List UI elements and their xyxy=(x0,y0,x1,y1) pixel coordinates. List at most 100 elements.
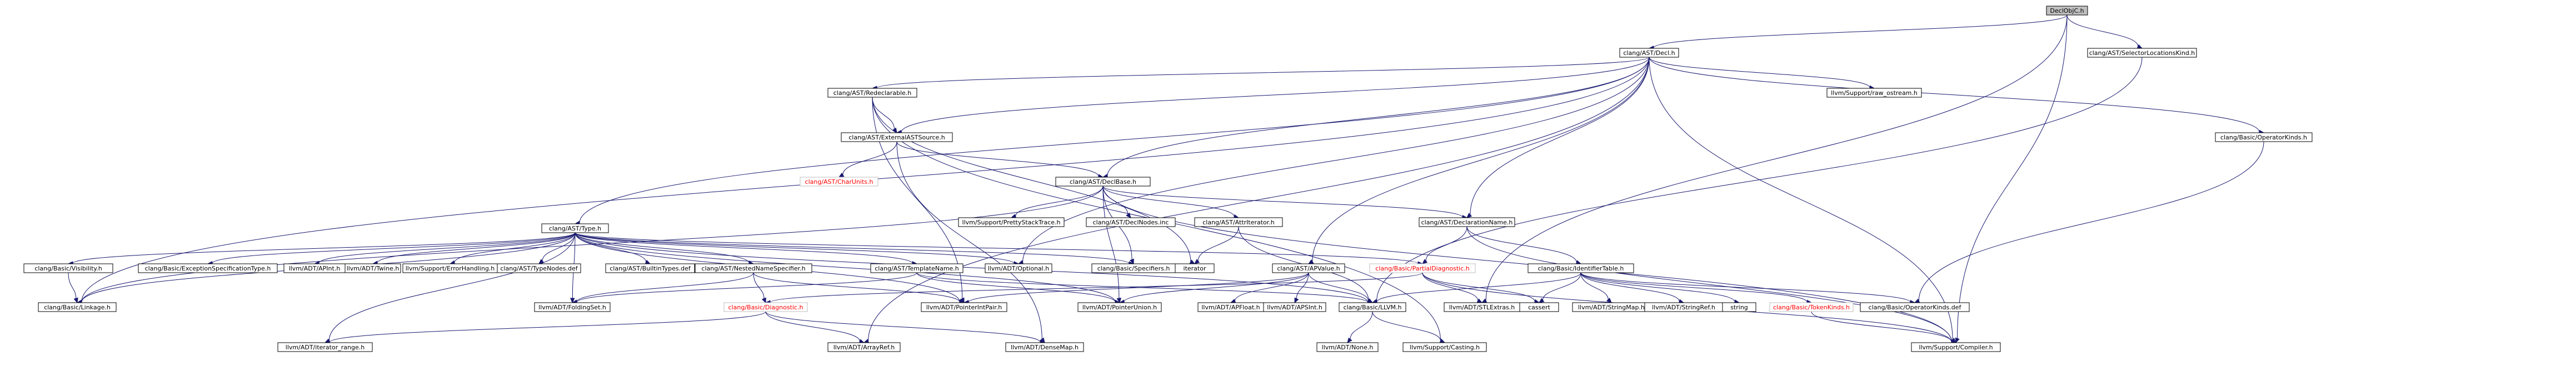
node-box xyxy=(723,302,808,312)
node-label: llvm/ADT/APInt.h xyxy=(289,265,341,272)
graph-node-partialdiag[interactable]: clang/Basic/PartialDiagnostic.h xyxy=(1369,263,1476,273)
node-label: llvm/ADT/APSInt.h xyxy=(1267,304,1322,311)
graph-node-selloc[interactable]: clang/AST/SelectorLocationsKind.h xyxy=(2087,48,2197,58)
graph-node-llvm[interactable]: clang/Basic/LLVM.h xyxy=(1339,302,1406,312)
edge-line xyxy=(579,57,1650,223)
edge-line xyxy=(1649,57,2260,133)
edge-line xyxy=(1811,311,1952,342)
graph-node-attriter[interactable]: clang/AST/AttrIterator.h xyxy=(1194,217,1283,227)
dependency-edge xyxy=(575,232,918,266)
edge-line xyxy=(1466,226,1577,263)
node-label: clang/AST/APValue.h xyxy=(1277,265,1340,272)
graph-node-charunits[interactable]: clang/AST/CharUnits.h xyxy=(800,177,878,187)
edge-line xyxy=(542,232,576,261)
edge-line xyxy=(968,272,1309,303)
graph-node-declname[interactable]: clang/AST/DeclarationName.h xyxy=(1419,217,1515,227)
graph-node-templname[interactable]: clang/AST/TemplateName.h xyxy=(870,263,963,273)
graph-node-nns[interactable]: clang/AST/NestedNameSpecifier.h xyxy=(695,263,812,273)
edge-line xyxy=(765,311,1041,343)
node-label: clang/Basic/Visibility.h xyxy=(34,265,102,272)
graph-node-identtable[interactable]: clang/Basic/IdentifierTable.h xyxy=(1527,263,1634,273)
node-label: clang/AST/CharUnits.h xyxy=(805,178,873,185)
graph-node-tokenkinds[interactable]: clang/Basic/TokenKinds.h xyxy=(1769,302,1854,312)
dependency-edge xyxy=(1194,226,1239,264)
node-label: clang/AST/DeclarationName.h xyxy=(1421,219,1513,226)
dependency-edge xyxy=(1017,57,1650,265)
dependency-edge xyxy=(753,272,965,305)
graph-node-prettystack: llvm/Support/PrettyStackTrace.h xyxy=(958,217,1065,227)
node-label: clang/AST/SelectorLocationsKind.h xyxy=(2089,49,2195,57)
dependency-edge xyxy=(324,311,766,345)
node-label: clang/Basic/OperatorKinds.h xyxy=(2220,134,2307,141)
edge-arrowhead xyxy=(1538,298,1545,303)
node-label: clang/AST/DeclNodes.inc xyxy=(1093,219,1169,226)
dependency-edge xyxy=(838,141,897,178)
edge-layer xyxy=(67,14,2265,345)
dependency-edge xyxy=(324,232,576,343)
dependency-edge xyxy=(1466,57,1650,218)
graph-node-decl[interactable]: clang/AST/Decl.h xyxy=(1619,48,1679,58)
dependency-edge xyxy=(1580,272,1813,305)
dependency-edge xyxy=(1422,272,1483,303)
graph-node-declbase[interactable]: clang/AST/DeclBase.h xyxy=(1055,177,1151,187)
node-label: iterator xyxy=(1184,265,1206,272)
graph-node-specifiers[interactable]: clang/Basic/Specifiers.h xyxy=(1091,263,1176,273)
edge-arrowhead xyxy=(1294,297,1299,304)
node-label: clang/Basic/ExceptionSpecificationType.h xyxy=(145,265,271,272)
graph-node-visibility[interactable]: clang/Basic/Visibility.h xyxy=(23,263,113,273)
node-box xyxy=(985,263,1052,273)
edge-line xyxy=(868,57,1650,342)
edge-line xyxy=(1102,185,1235,217)
edge-arrowhead xyxy=(838,172,845,178)
graph-node-opkinds[interactable]: clang/Basic/OperatorKinds.h xyxy=(2215,132,2313,142)
edge-line xyxy=(329,311,766,343)
dependency-edge xyxy=(1102,57,1650,179)
edge-line xyxy=(1649,57,1953,340)
node-box xyxy=(277,342,373,352)
graph-node-apvalue[interactable]: clang/AST/APValue.h xyxy=(1272,263,1345,273)
node-box xyxy=(534,302,611,312)
node-box xyxy=(1860,302,1970,312)
dependency-edge xyxy=(1649,57,1875,91)
edge-arrowhead xyxy=(761,297,766,304)
node-box xyxy=(1175,263,1215,273)
node-box xyxy=(1316,342,1379,352)
graph-node-diagnostic[interactable]: clang/Basic/Diagnostic.h xyxy=(723,302,808,312)
graph-node-linkage[interactable]: clang/Basic/Linkage.h xyxy=(38,302,117,312)
edge-line xyxy=(916,272,1116,303)
node-box xyxy=(1055,177,1151,187)
edge-line xyxy=(1102,185,1120,299)
dependency-edge xyxy=(1649,57,2265,135)
edge-line xyxy=(1580,272,1735,302)
dependency-edge xyxy=(1294,272,1309,304)
graph-node-type[interactable]: clang/AST/Type.h xyxy=(541,223,609,233)
dependency-edge xyxy=(1811,311,1957,344)
dependency-edge xyxy=(872,97,897,134)
graph-node-compiler: llvm/Support/Compiler.h xyxy=(1911,342,2001,352)
node-box xyxy=(605,263,695,273)
edge-line xyxy=(1197,226,1239,261)
node-box xyxy=(1339,302,1406,312)
edge-line xyxy=(1376,272,1581,303)
dependency-edge xyxy=(1481,14,2068,303)
node-box xyxy=(1826,88,1922,98)
dependency-edge xyxy=(1102,185,1122,304)
dependency-edge xyxy=(896,141,1104,179)
dependency-edge xyxy=(1308,272,1374,303)
edge-line xyxy=(576,272,754,302)
graph-node-redecl[interactable]: clang/AST/Redeclarable.h xyxy=(827,88,917,98)
graph-node-excspec[interactable]: clang/Basic/ExceptionSpecificationType.h xyxy=(138,263,278,273)
dependency-edge xyxy=(1914,141,2264,303)
node-label: llvm/Support/PrettyStackTrace.h xyxy=(962,219,1061,226)
graph-node-arrayref: llvm/ADT/ArrayRef.h xyxy=(827,342,901,352)
node-label: clang/AST/Redeclarable.h xyxy=(833,89,912,97)
node-box xyxy=(1527,263,1634,273)
node-box xyxy=(1619,48,1679,58)
graph-node-stringref: llvm/ADT/StringRef.h xyxy=(1644,302,1723,312)
edge-line xyxy=(1580,272,1808,303)
node-label: llvm/ADT/None.h xyxy=(1322,344,1374,351)
graph-node-extsrc[interactable]: clang/AST/ExternalASTSource.h xyxy=(841,132,953,142)
node-box xyxy=(827,88,917,98)
